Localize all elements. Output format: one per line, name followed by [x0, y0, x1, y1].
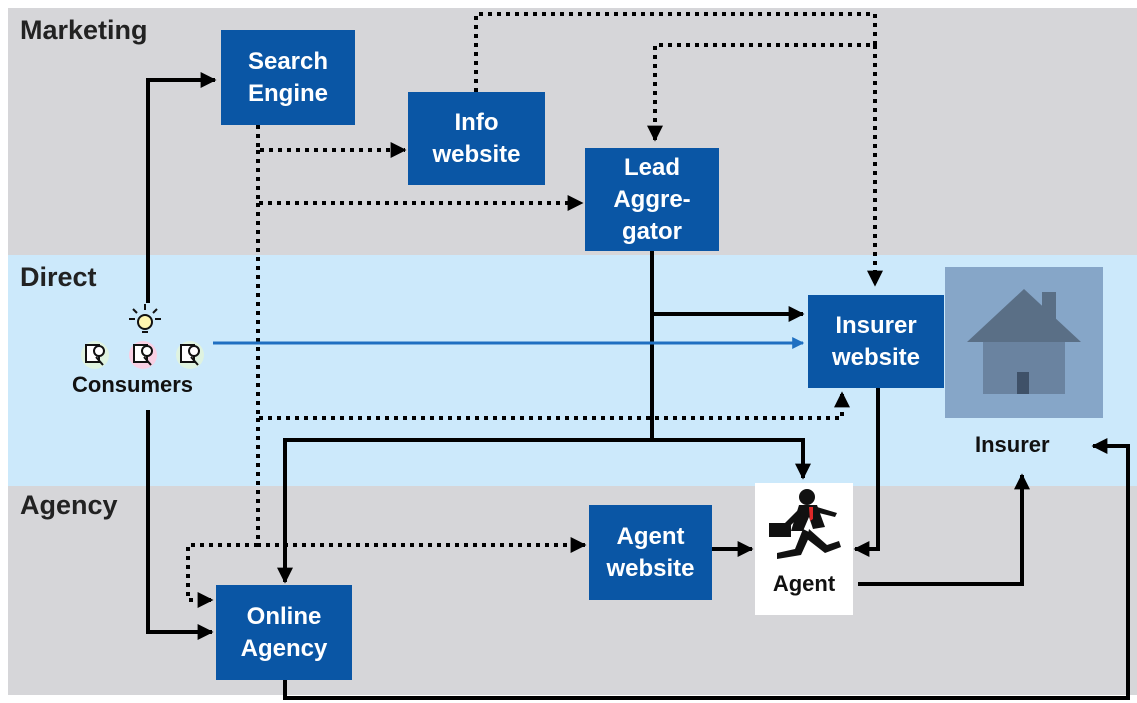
connector-search-to-agent-website [256, 418, 587, 553]
insurer-house-panel [945, 267, 1103, 418]
connector-lead-to-online-agency [277, 314, 654, 584]
marketing-band [8, 8, 1137, 255]
consumer-icon [81, 341, 109, 369]
connector-info-to-lead [474, 12, 877, 142]
info-website-box[interactable]: Info website [408, 92, 545, 185]
connector-search-to-info [256, 125, 407, 158]
consumers-label: Consumers [72, 372, 194, 397]
connector-agent-to-insurer [858, 473, 1030, 586]
insurer-label: Insurer [975, 432, 1050, 457]
running-businessman-icon [769, 489, 841, 559]
agent-card[interactable]: Agent [755, 483, 853, 615]
search-engine-label: Search Engine [247, 47, 329, 107]
house-icon [967, 289, 1081, 394]
info-website-label: Info website [432, 108, 521, 168]
search-engine-box[interactable]: Search Engine [221, 30, 355, 125]
consumer-icon [176, 341, 204, 369]
connector-to-online-agency [186, 543, 258, 608]
lead-aggregator-box[interactable]: Lead Aggre- gator [585, 148, 719, 251]
band-label-direct: Direct [20, 262, 97, 292]
connector-lead-to-insurer [650, 250, 805, 322]
connector-consumers-to-search [146, 72, 217, 303]
lead-aggregator-label: Lead Aggre- gator [613, 153, 691, 245]
connector-insurer-website-to-agent [853, 388, 880, 557]
connector-lead-to-agent [652, 438, 811, 480]
online-agency-label: Online Agency [240, 602, 328, 662]
consumer-icon [129, 341, 157, 369]
insurer-website-label: Insurer website [831, 311, 921, 371]
band-label-agency: Agency [20, 490, 118, 520]
insurer-website-box[interactable]: Insurer website [808, 295, 944, 388]
online-agency-box[interactable]: Online Agency [216, 585, 352, 680]
agency-band [8, 486, 1137, 695]
connector-search-to-insurer [256, 203, 850, 420]
connector-consumers-to-online-agency [146, 410, 214, 640]
agent-website-label: Agent website [606, 522, 695, 582]
band-label-marketing: Marketing [20, 15, 148, 45]
connector-online-agency-to-insurer [283, 438, 1130, 700]
agent-label: Agent [772, 571, 836, 596]
lightbulb-icon [129, 304, 161, 333]
agent-website-box[interactable]: Agent website [589, 505, 712, 600]
